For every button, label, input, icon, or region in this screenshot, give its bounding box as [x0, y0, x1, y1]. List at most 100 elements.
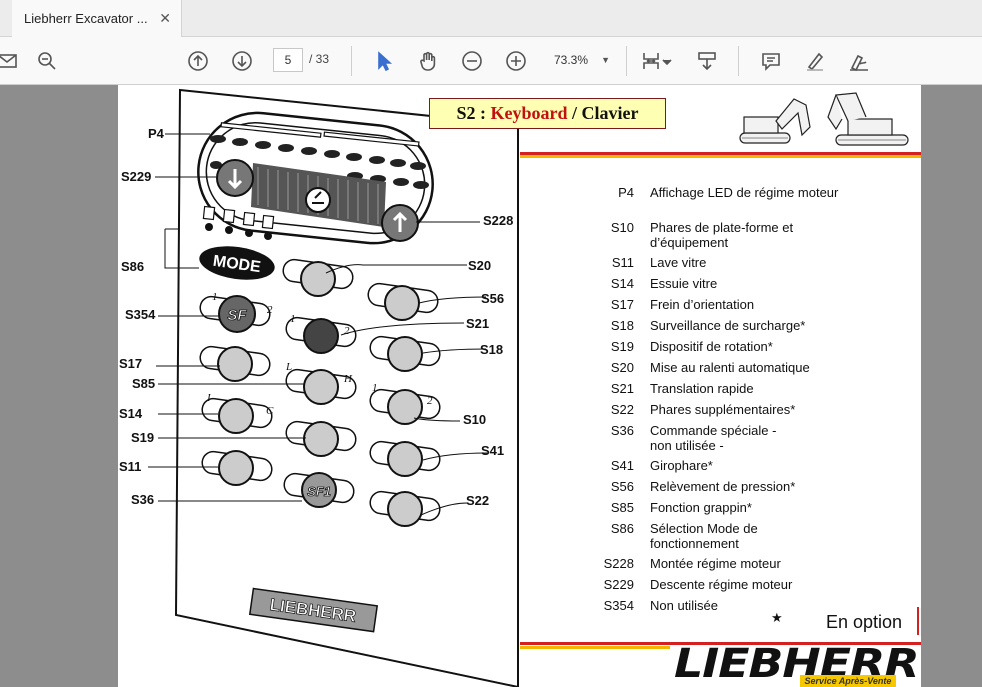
- page-title: S2 : Keyboard / Clavier: [429, 98, 666, 129]
- callout-s22: S22: [466, 493, 490, 508]
- chevron-down-icon: ▼: [601, 55, 610, 65]
- key-label-1: 1: [290, 313, 296, 325]
- legend-desc: Descente régime moteur: [650, 577, 793, 592]
- title-separator: /: [572, 103, 578, 123]
- option-note: En option: [826, 612, 903, 632]
- callout-s86: S86: [121, 259, 145, 274]
- callout-s19: S19: [131, 430, 155, 445]
- callout-s18: S18: [480, 342, 504, 357]
- legend-desc: Phares de plate-forme et d’équipement: [650, 220, 794, 250]
- legend-desc: Relèvement de pression*: [650, 479, 796, 494]
- scroll-mode-icon[interactable]: [694, 48, 720, 74]
- hand-tool-icon[interactable]: [415, 48, 441, 74]
- page-number-input[interactable]: 5: [273, 48, 303, 72]
- legend-desc: Phares supplémentaires*: [650, 402, 796, 417]
- legend-desc: Affichage LED de régime moteur: [650, 185, 839, 200]
- legend-code: S18: [610, 318, 634, 333]
- document-tab[interactable]: Liebherr Excavator ... ✕: [12, 0, 182, 37]
- callout-s228: S228: [483, 213, 514, 228]
- title-english: Keyboard: [490, 103, 568, 123]
- key-label-h: H: [343, 373, 353, 385]
- previous-page-icon[interactable]: [185, 48, 211, 74]
- legend-code: S20: [610, 360, 634, 375]
- legend-desc: Sélection Mode de fonctionnement: [650, 521, 758, 551]
- zoom-out-icon[interactable]: [459, 48, 485, 74]
- callout-p4: P4: [148, 126, 164, 141]
- legend-code: S228: [603, 556, 634, 571]
- close-tab-icon[interactable]: ✕: [159, 10, 171, 26]
- highlight-pen-icon[interactable]: [802, 48, 828, 74]
- legend-desc: Commande spéciale - non utilisée -: [650, 423, 777, 453]
- tab-bar: Liebherr Excavator ... ✕: [0, 0, 982, 37]
- legend-desc: Translation rapide: [650, 381, 754, 396]
- next-page-icon[interactable]: [229, 48, 255, 74]
- legend-desc: Non utilisée: [650, 598, 718, 613]
- legend-code: S56: [610, 479, 634, 494]
- comment-icon[interactable]: [758, 48, 784, 74]
- legend-desc: Lave vitre: [650, 255, 707, 270]
- legend-code: P4: [618, 185, 634, 200]
- legend-code: S229: [603, 577, 634, 592]
- legend-code: S14: [610, 276, 634, 291]
- callout-s20: S20: [468, 258, 492, 273]
- legend-desc: Fonction grappin*: [650, 500, 752, 515]
- footer-rule-yellow: [520, 646, 670, 649]
- key-label-2: 2: [427, 395, 433, 407]
- legend-code: S85: [610, 500, 634, 515]
- header-rule-yellow: [520, 155, 921, 158]
- option-bar: [917, 607, 919, 635]
- zoom-value: 73.3%: [554, 53, 589, 67]
- toolbar-divider: [626, 46, 627, 76]
- callout-s85: S85: [132, 376, 156, 391]
- key-label-l: L: [285, 361, 292, 373]
- legend-desc: Frein d’orientation: [650, 297, 755, 312]
- legend-desc: Girophare*: [650, 458, 713, 473]
- select-cursor-icon[interactable]: [371, 48, 397, 74]
- search-icon[interactable]: [34, 48, 60, 74]
- pdf-page: MODE: [118, 85, 921, 687]
- sf1-key-text: SF1: [307, 484, 331, 499]
- legend-desc: Mise au ralenti automatique: [650, 360, 810, 375]
- page-total: / 33: [309, 52, 330, 66]
- key-label-c: C: [266, 405, 274, 417]
- tab-title: Liebherr Excavator ...: [24, 11, 148, 26]
- title-code: S2 :: [456, 103, 486, 123]
- key-label-i: I: [206, 392, 212, 404]
- legend-desc: Essuie vitre: [650, 276, 718, 291]
- legend-code: S22: [610, 402, 634, 417]
- callout-s354: S354: [125, 307, 156, 322]
- key-label-2: 2: [344, 325, 350, 337]
- mail-icon[interactable]: [0, 48, 20, 74]
- callout-s10: S10: [463, 412, 487, 427]
- legend-desc: Surveillance de surcharge*: [650, 318, 806, 333]
- callout-s17: S17: [119, 356, 143, 371]
- legend-desc: Dispositif de rotation*: [650, 339, 773, 354]
- keyboard-diagram: MODE: [148, 88, 519, 687]
- toolbar-divider: [351, 46, 352, 76]
- legend-code: S19: [610, 339, 634, 354]
- chevron-down-icon[interactable]: [660, 48, 674, 74]
- toolbar-divider: [738, 46, 739, 76]
- zoom-select[interactable]: 73.3% ▼: [546, 48, 618, 72]
- key-label-2: 2: [267, 304, 273, 316]
- zoom-in-icon[interactable]: [503, 48, 529, 74]
- sign-icon[interactable]: [846, 48, 872, 74]
- legend-code: S11: [611, 255, 634, 270]
- mode-key-text: MODE: [212, 253, 262, 277]
- option-star: ★: [771, 610, 783, 625]
- pdf-toolbar: 5 / 33 73.3% ▼: [0, 37, 982, 85]
- legend-code: S354: [603, 598, 634, 613]
- legend-code: S21: [610, 381, 634, 396]
- callout-s11: S11: [119, 459, 142, 474]
- callout-s41: S41: [481, 443, 505, 458]
- callout-s21: S21: [466, 316, 490, 331]
- fit-page-icon[interactable]: [638, 48, 664, 74]
- sf-key-text: SF: [227, 307, 247, 324]
- legend-desc: Montée régime moteur: [650, 556, 781, 571]
- key-label-1: 1: [372, 382, 378, 394]
- footer-rule-red: [520, 642, 921, 645]
- title-french: Clavier: [581, 103, 639, 123]
- header-rule-red: [520, 152, 921, 155]
- callout-s229: S229: [121, 169, 152, 184]
- callout-s36: S36: [131, 492, 155, 507]
